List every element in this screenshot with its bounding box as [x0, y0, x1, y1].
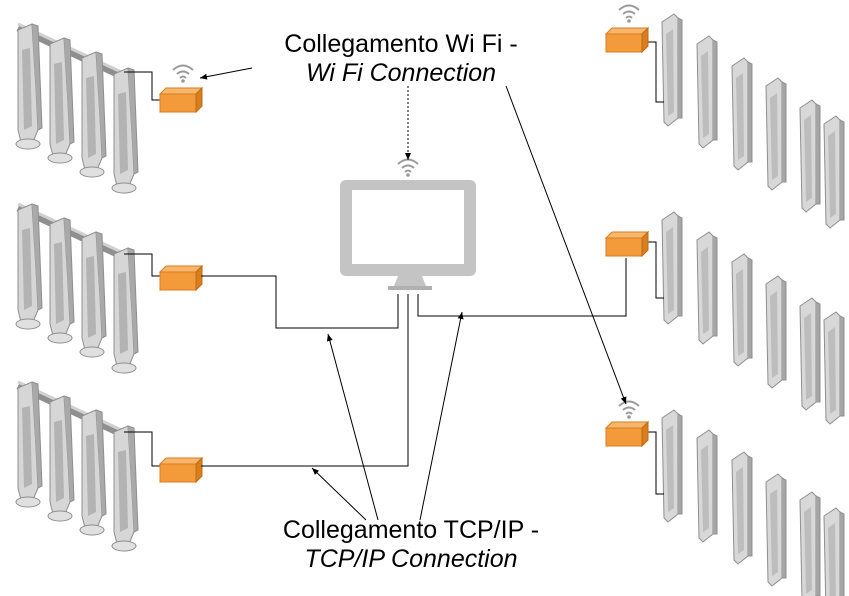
antenna-gate-group-left-3	[15, 380, 139, 552]
antenna-gate-group-right-1	[661, 13, 845, 229]
tcp-label-english: TCP/IP Connection	[304, 545, 518, 573]
reader-box-icon	[159, 87, 203, 113]
antenna-gate-icon	[111, 67, 139, 194]
reader-box-icon	[605, 27, 649, 53]
wifi-icon	[618, 4, 640, 24]
antenna-gate-group-right-3	[661, 409, 845, 596]
tcp-wires	[201, 258, 627, 467]
antenna-gate-group-right-2	[661, 211, 845, 425]
wifi-icon	[618, 400, 640, 420]
annotation-arrows	[199, 67, 627, 521]
wifi-icon	[172, 64, 194, 84]
wifi-label-italian: Collegamento Wi Fi -	[284, 30, 518, 58]
tcp-connection-label: Collegamento TCP/IP - TCP/IP Connection	[226, 516, 596, 574]
reader-box-icon	[159, 457, 203, 483]
reader-box-icon	[159, 265, 203, 291]
reader-box-icon	[605, 231, 649, 257]
wifi-connection-label: Collegamento Wi Fi - Wi Fi Connection	[236, 30, 566, 88]
wifi-icon	[397, 158, 419, 178]
monitor-icon	[340, 180, 476, 290]
antenna-gate-group-left-2	[15, 202, 139, 374]
tcp-label-italian: Collegamento TCP/IP -	[282, 516, 540, 544]
wifi-label-english: Wi Fi Connection	[305, 59, 497, 87]
antenna-gate-group-left-1	[15, 22, 139, 194]
gate-wires	[124, 41, 664, 495]
reader-box-icon	[605, 421, 649, 447]
